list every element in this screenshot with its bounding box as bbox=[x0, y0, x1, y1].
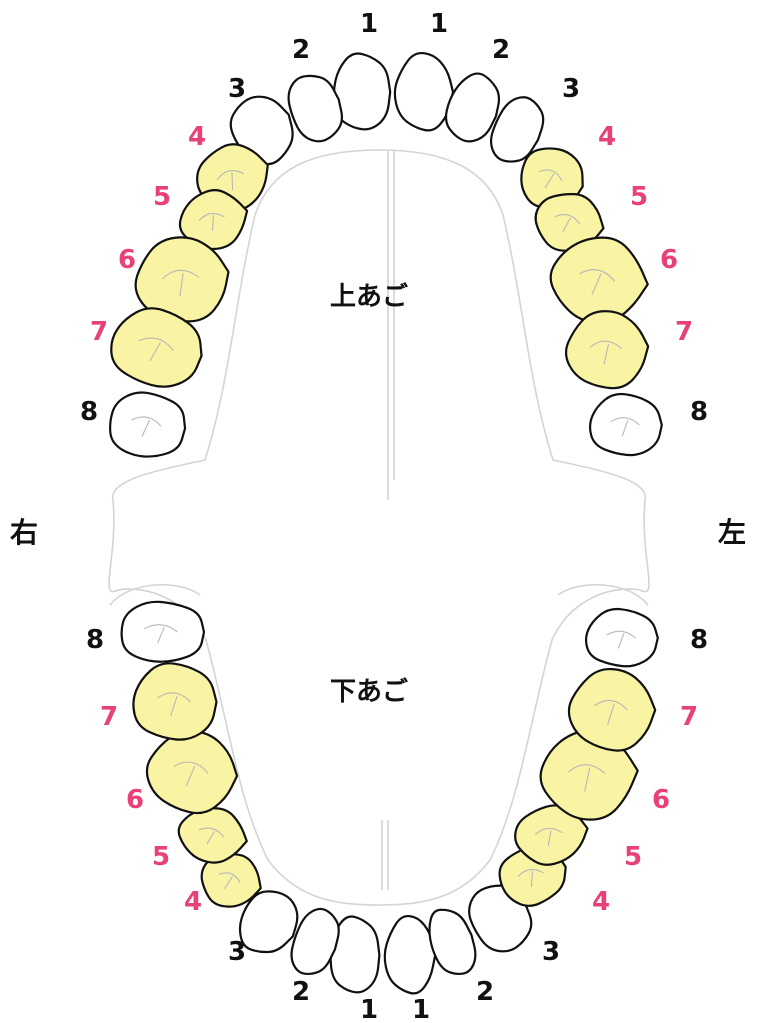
tooth-number-lower-left-2: 2 bbox=[476, 977, 494, 1007]
tooth-number-upper-right-8: 8 bbox=[80, 397, 98, 427]
tooth-number-lower-right-1: 1 bbox=[360, 995, 378, 1023]
tooth-number-lower-right-6: 6 bbox=[126, 785, 144, 815]
tooth-upper-left-1 bbox=[395, 53, 453, 130]
tooth-number-upper-right-2: 2 bbox=[292, 35, 310, 65]
tooth-number-upper-left-2: 2 bbox=[492, 35, 510, 65]
tooth-number-upper-right-4: 4 bbox=[188, 122, 206, 152]
tooth-number-lower-left-8: 8 bbox=[690, 625, 708, 655]
tooth-lower-right-7 bbox=[133, 663, 216, 739]
left-side-label: 左 bbox=[718, 516, 746, 549]
tooth-number-upper-right-6: 6 bbox=[118, 245, 136, 275]
tooth-number-lower-left-1: 1 bbox=[412, 995, 430, 1023]
upper-jaw-label: 上あご bbox=[330, 281, 408, 312]
tooth-lower-right-6 bbox=[144, 727, 241, 816]
tooth-number-lower-right-8: 8 bbox=[86, 625, 104, 655]
tooth-upper-right-8 bbox=[108, 390, 188, 460]
teeth-layer bbox=[106, 53, 662, 993]
tooth-number-lower-right-4: 4 bbox=[184, 887, 202, 917]
tooth-number-lower-left-7: 7 bbox=[680, 702, 698, 732]
tooth-upper-left-8 bbox=[590, 394, 662, 455]
tooth-number-lower-right-3: 3 bbox=[228, 937, 246, 967]
tooth-shape-upper-left-1 bbox=[395, 53, 453, 130]
tooth-number-upper-left-4: 4 bbox=[598, 122, 616, 152]
tooth-lower-left-1 bbox=[385, 916, 435, 993]
tooth-number-upper-left-1: 1 bbox=[430, 9, 448, 39]
lower-jaw-label: 下あご bbox=[330, 676, 408, 707]
tooth-number-lower-right-5: 5 bbox=[152, 842, 170, 872]
tooth-number-upper-right-3: 3 bbox=[228, 74, 246, 104]
tooth-number-lower-left-3: 3 bbox=[542, 937, 560, 967]
tooth-number-upper-left-7: 7 bbox=[675, 317, 693, 347]
tooth-number-lower-right-7: 7 bbox=[100, 702, 118, 732]
tooth-number-upper-left-8: 8 bbox=[690, 397, 708, 427]
tooth-number-upper-left-3: 3 bbox=[562, 74, 580, 104]
tooth-number-lower-right-2: 2 bbox=[292, 977, 310, 1007]
tooth-shape-lower-left-1 bbox=[385, 916, 435, 993]
tooth-upper-left-7 bbox=[563, 308, 652, 392]
tooth-number-upper-right-1: 1 bbox=[360, 9, 378, 39]
tooth-lower-left-7 bbox=[569, 669, 655, 751]
tooth-number-upper-right-5: 5 bbox=[153, 182, 171, 212]
tooth-number-upper-left-5: 5 bbox=[630, 182, 648, 212]
tooth-number-lower-left-5: 5 bbox=[624, 842, 642, 872]
tooth-number-upper-left-6: 6 bbox=[660, 245, 678, 275]
tooth-number-upper-right-7: 7 bbox=[90, 317, 108, 347]
tooth-lower-left-8 bbox=[586, 609, 658, 666]
tooth-number-lower-left-4: 4 bbox=[592, 887, 610, 917]
tooth-number-lower-left-6: 6 bbox=[652, 785, 670, 815]
right-side-label: 右 bbox=[10, 516, 38, 549]
tooth-lower-right-8 bbox=[122, 602, 204, 662]
lower-gum-outline bbox=[110, 585, 648, 605]
